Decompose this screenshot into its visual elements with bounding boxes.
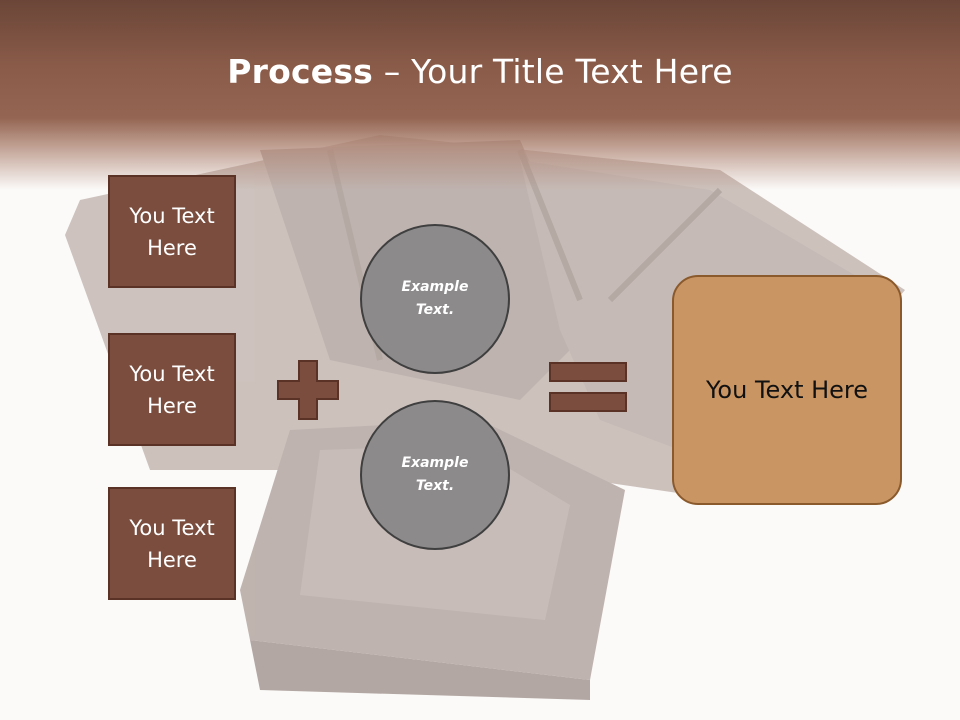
text-box-label: You Text Here bbox=[129, 361, 215, 418]
text-box-1[interactable]: You Text Here bbox=[108, 175, 236, 288]
circle-label: Example Text. bbox=[401, 279, 469, 318]
equals-bar-bottom bbox=[549, 392, 627, 412]
example-circle-1[interactable]: Example Text. bbox=[360, 224, 510, 374]
result-label: You Text Here bbox=[705, 376, 869, 404]
title-bold: Process bbox=[227, 52, 374, 91]
text-box-label: You Text Here bbox=[129, 515, 215, 572]
text-box-3[interactable]: You Text Here bbox=[108, 487, 236, 600]
title-rest: – Your Title Text Here bbox=[373, 52, 733, 91]
slide-title: Process – Your Title Text Here bbox=[0, 52, 960, 91]
example-circle-2[interactable]: Example Text. bbox=[360, 400, 510, 550]
text-box-label: You Text Here bbox=[129, 203, 215, 260]
result-box[interactable]: You Text Here bbox=[672, 275, 902, 505]
title-banner bbox=[0, 0, 960, 190]
circle-label: Example Text. bbox=[401, 455, 469, 494]
equals-bar-top bbox=[549, 362, 627, 382]
plus-icon bbox=[277, 360, 339, 420]
text-box-2[interactable]: You Text Here bbox=[108, 333, 236, 446]
